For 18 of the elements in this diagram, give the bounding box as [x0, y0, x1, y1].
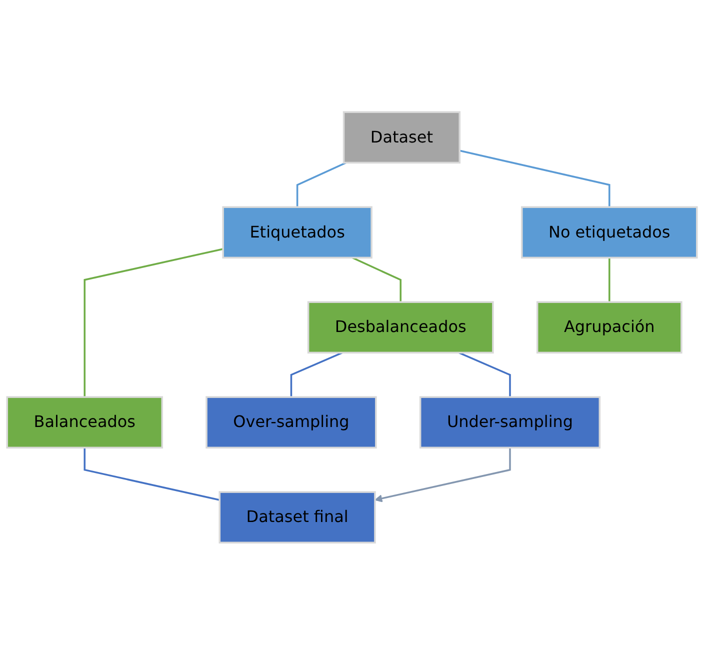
node-box: Desbalanceados — [307, 300, 494, 354]
node-box: Over-sampling — [206, 396, 377, 448]
connector — [459, 149, 610, 207]
connector — [290, 351, 343, 397]
connector — [608, 257, 610, 302]
node-box: Dataset final — [218, 490, 376, 544]
connector — [458, 351, 511, 397]
node-box: Dataset — [342, 110, 460, 164]
node-box: Under-sampling — [419, 396, 601, 448]
connector — [84, 248, 224, 397]
connector — [296, 162, 346, 207]
connector — [84, 447, 220, 500]
node-box: No etiquetados — [520, 206, 698, 258]
connector — [352, 256, 402, 302]
node-box: Agrupación — [536, 300, 682, 354]
arrow — [374, 447, 511, 502]
node-box: Etiquetados — [222, 206, 372, 258]
node-box: Balanceados — [6, 396, 164, 448]
